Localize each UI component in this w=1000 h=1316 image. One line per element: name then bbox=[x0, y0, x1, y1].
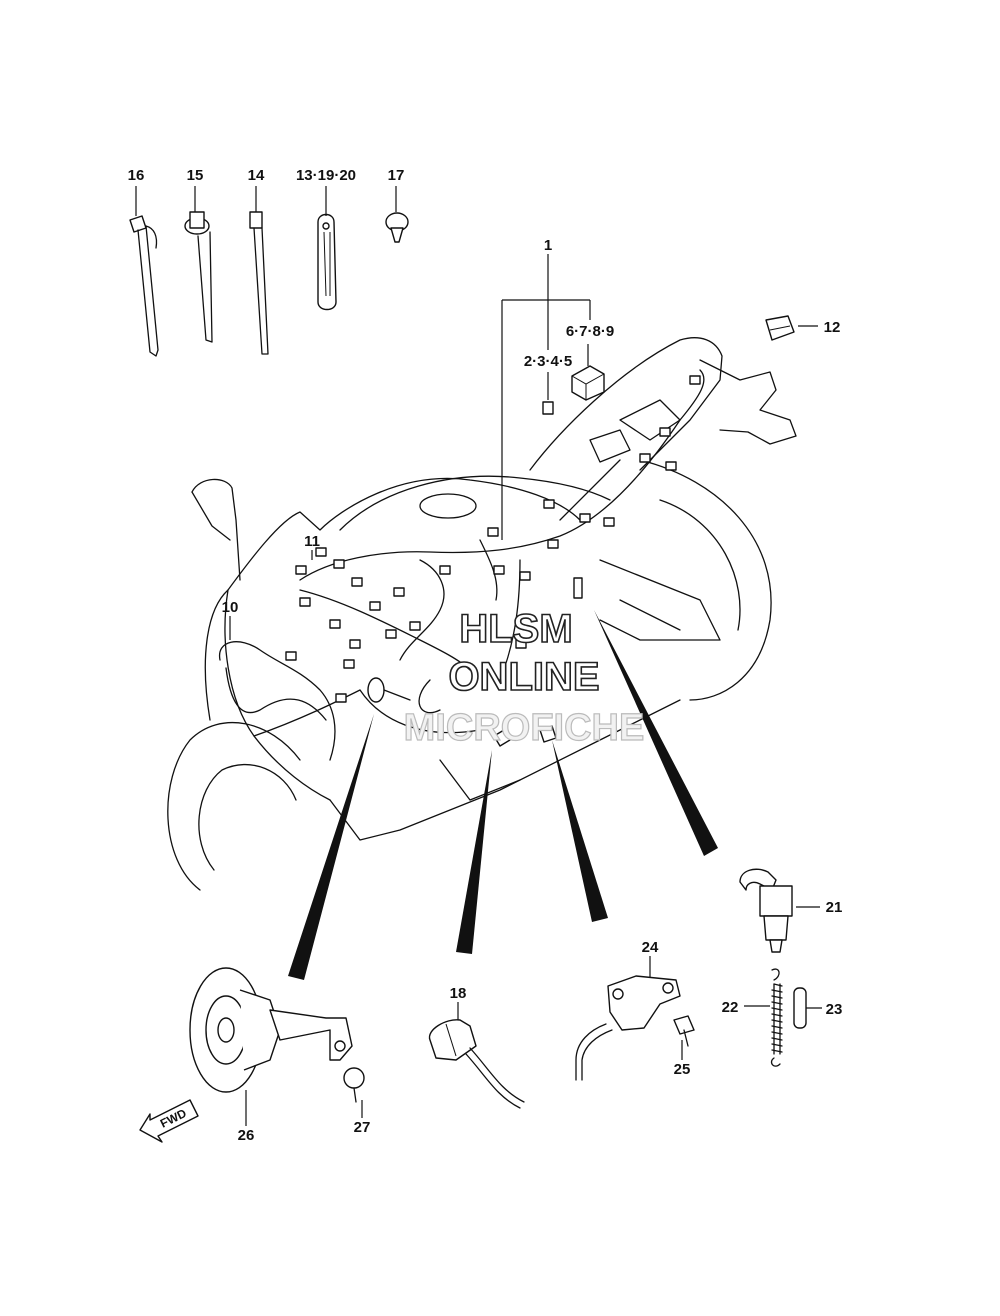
callout-labels: 16 15 14 13·19·20 17 1 6·7·8·9 2·3·4·5 1… bbox=[128, 167, 843, 1144]
callout-15: 15 bbox=[187, 167, 204, 184]
part-22-spring bbox=[770, 968, 783, 1067]
callout-1: 1 bbox=[544, 237, 552, 254]
watermark-line-2: ONLINE bbox=[448, 655, 599, 699]
watermark: HLSM ONLINE MICROFICHE bbox=[403, 606, 645, 749]
part-24-bracket bbox=[575, 975, 681, 1081]
callout-17: 17 bbox=[388, 167, 405, 184]
pointer-18 bbox=[456, 750, 492, 954]
callout-25: 25 bbox=[674, 1061, 691, 1078]
part-16-cable-tie bbox=[129, 215, 159, 357]
callout-6-7-8-9: 6·7·8·9 bbox=[566, 323, 614, 340]
part-12-connector bbox=[765, 315, 795, 341]
part-25-bolt bbox=[673, 1015, 695, 1047]
part-6-relay bbox=[571, 365, 605, 401]
fwd-arrow: FWD bbox=[139, 1099, 199, 1143]
part-17-push-clip bbox=[385, 212, 409, 243]
callout-16: 16 bbox=[128, 167, 145, 184]
part-14-cable-tie bbox=[249, 211, 269, 355]
part-27-bolt bbox=[343, 1067, 365, 1103]
part-26-horn bbox=[189, 967, 353, 1093]
callout-21: 21 bbox=[826, 899, 843, 916]
callout-2-3-4-5: 2·3·4·5 bbox=[524, 353, 572, 370]
leader-lines bbox=[135, 186, 822, 1126]
watermark-line-1: HLSM bbox=[459, 607, 572, 651]
callout-11: 11 bbox=[304, 533, 320, 550]
part-13-clamp bbox=[317, 213, 337, 311]
pointer-wedges bbox=[288, 610, 718, 980]
callout-27: 27 bbox=[354, 1119, 371, 1136]
wiring-harness bbox=[219, 369, 705, 761]
part-15-rivet-tie bbox=[184, 211, 213, 343]
part-2-fuse bbox=[542, 401, 554, 415]
part-18-sensor bbox=[428, 1019, 525, 1109]
callout-26: 26 bbox=[238, 1127, 255, 1144]
watermark-line-3: MICROFICHE bbox=[404, 707, 645, 749]
callout-12: 12 bbox=[824, 319, 841, 336]
callout-22: 22 bbox=[722, 999, 739, 1016]
callout-10: 10 bbox=[222, 599, 239, 616]
part-23-sleeve bbox=[793, 987, 807, 1029]
pointer-21 bbox=[594, 610, 718, 856]
part-21-switch bbox=[739, 868, 793, 953]
callout-23: 23 bbox=[826, 1001, 843, 1018]
callout-18: 18 bbox=[450, 985, 467, 1002]
pointer-26 bbox=[288, 714, 374, 980]
callout-24: 24 bbox=[642, 939, 659, 956]
callout-13-19-20: 13·19·20 bbox=[296, 167, 356, 184]
callout-14: 14 bbox=[248, 167, 265, 184]
pointer-24 bbox=[552, 740, 608, 922]
